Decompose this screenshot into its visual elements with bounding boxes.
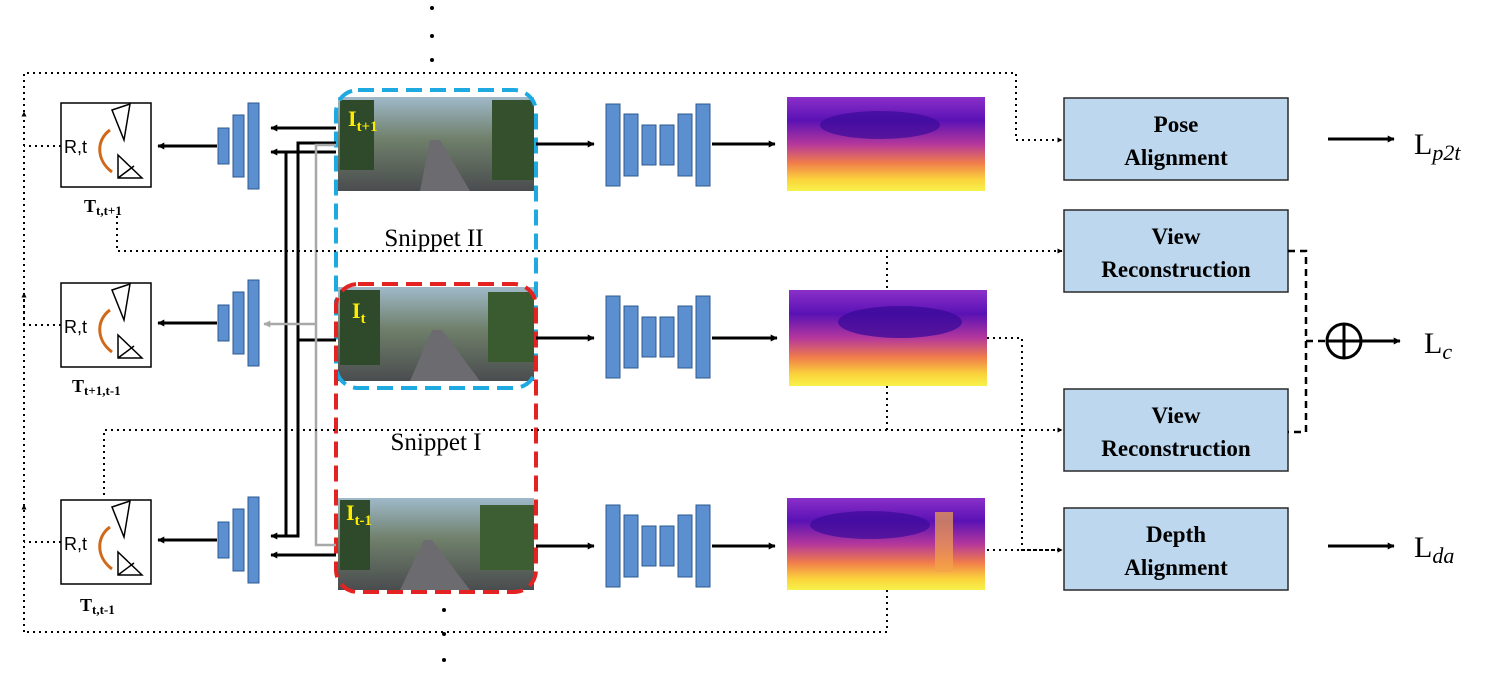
pose-output-arrows xyxy=(157,142,217,544)
frame-image-top xyxy=(338,97,534,191)
view-reconstruction-box-2: View Reconstruction xyxy=(1063,388,1289,472)
loss-arrows xyxy=(1328,135,1401,550)
svg-text:Depth: Depth xyxy=(1146,522,1206,547)
pose-box-top: R,t xyxy=(60,102,152,188)
pose-box-mid: R,t xyxy=(60,282,152,368)
rotation-arrow-icon xyxy=(98,128,113,174)
pose-label-mid: Tt+1,t-1 xyxy=(72,376,121,398)
dotted-connections xyxy=(21,72,1063,633)
svg-text:Reconstruction: Reconstruction xyxy=(1101,436,1251,461)
depth-alignment-box: Depth Alignment xyxy=(1063,507,1289,591)
rt-label: R,t xyxy=(64,534,87,554)
loss-da: Lda xyxy=(1414,531,1454,568)
frame-image-mid xyxy=(338,287,534,381)
frame-image-bot xyxy=(338,498,534,590)
pose-alignment-box: Pose Alignment xyxy=(1063,97,1289,181)
frame-label-bot: It-1 xyxy=(346,500,372,529)
pose-gray-connections xyxy=(263,143,336,547)
snippet-two-label: Snippet II xyxy=(384,225,483,252)
pose-network-top xyxy=(217,102,260,190)
svg-text:Alignment: Alignment xyxy=(1124,555,1228,580)
snippet-one-label: Snippet I xyxy=(391,429,482,456)
svg-text:Alignment: Alignment xyxy=(1124,145,1228,170)
svg-text:Reconstruction: Reconstruction xyxy=(1101,257,1251,282)
depth-map-bot xyxy=(787,498,985,590)
snippet-two-border xyxy=(334,88,538,390)
svg-text:View: View xyxy=(1152,403,1201,428)
snippet-one-border xyxy=(334,282,538,594)
rt-label: R,t xyxy=(64,317,87,337)
sum-icon xyxy=(1325,322,1363,360)
view-reconstruction-box-1: View Reconstruction xyxy=(1063,209,1289,293)
rotation-arrow-icon xyxy=(98,308,113,354)
loss-p2t: Lp2t xyxy=(1414,128,1461,165)
rotation-arrow-icon xyxy=(98,525,113,571)
dashed-sum-connections xyxy=(1288,249,1326,434)
rt-label: R,t xyxy=(64,137,87,157)
depth-flow-arrows xyxy=(536,140,778,550)
pose-box-bot: R,t xyxy=(60,499,152,585)
depth-network-top xyxy=(605,103,711,187)
depth-map-top xyxy=(787,97,985,191)
depth-network-bot xyxy=(605,504,711,588)
pose-network-mid xyxy=(217,279,260,367)
depth-network-mid xyxy=(605,295,711,379)
pose-network-bot xyxy=(217,496,260,584)
ellipsis-bottom xyxy=(442,608,446,662)
pose-label-bot: Tt,t-1 xyxy=(80,595,115,617)
svg-text:Pose: Pose xyxy=(1154,112,1199,137)
svg-text:View: View xyxy=(1152,224,1201,249)
pose-input-connections xyxy=(270,124,336,559)
pose-label-top: Tt,t+1 xyxy=(84,196,122,218)
frame-label-top: It+1 xyxy=(348,106,378,135)
loss-c: Lc xyxy=(1424,327,1452,364)
depth-map-mid xyxy=(789,290,987,386)
ellipsis-top xyxy=(430,6,434,62)
frame-label-mid: It xyxy=(352,298,366,327)
